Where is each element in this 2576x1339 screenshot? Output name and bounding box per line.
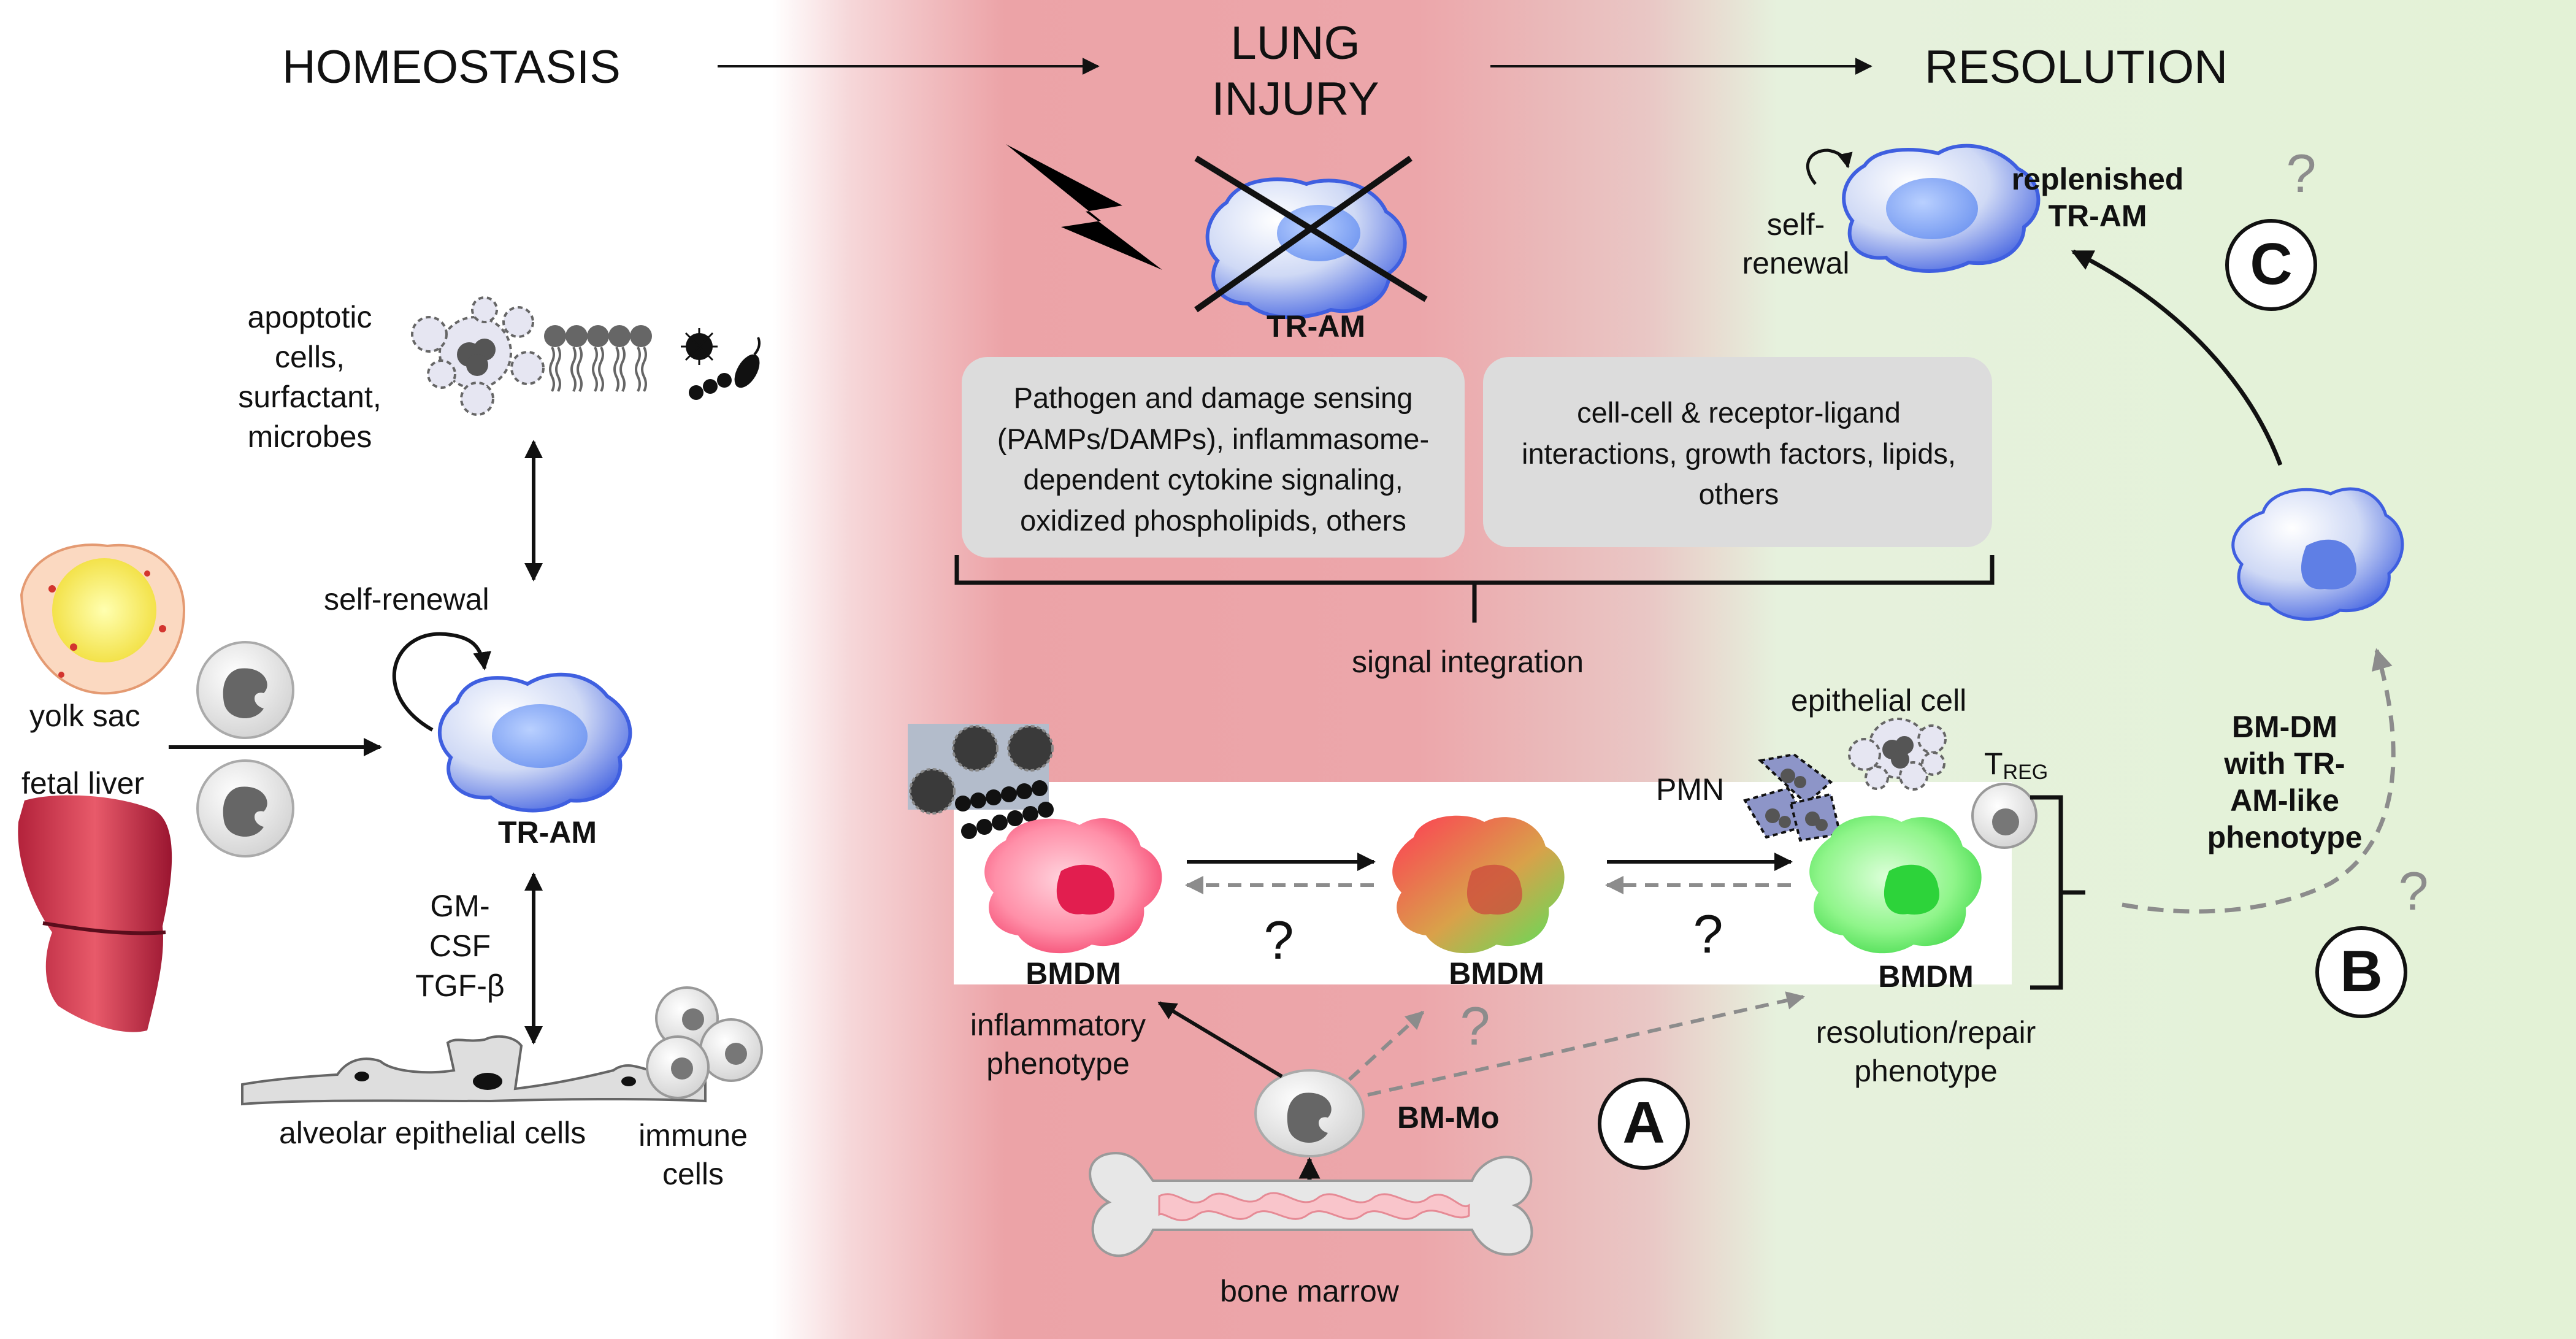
bm-dm-like-label: BM-DM with TR- AM-like phenotype [2207, 710, 2363, 854]
immune-label: immune cells [638, 1118, 748, 1191]
inputs-label: apoptotic cells, surfactant, microbes [238, 300, 381, 454]
label-a-circle [1598, 1078, 1690, 1170]
bm-mo-label: BM-Mo [1397, 1100, 1500, 1135]
stage-resolution: RESOLUTION [1925, 41, 2228, 93]
question-inflam-trans: ? [1263, 910, 1294, 970]
bone-icon [1089, 1151, 1533, 1257]
self-renewal-loop-arrow [1806, 148, 1853, 185]
question-trans-repair: ? [1693, 904, 1723, 964]
treg-cell-icon [1971, 783, 2037, 849]
bmdm-inflammatory-label: BMDM [1025, 956, 1121, 991]
fetal-liver-label: fetal liver [21, 766, 145, 800]
tr-am-label: TR-AM [498, 815, 597, 850]
pmn-icon [1742, 753, 1842, 842]
surfactant-icon [544, 325, 652, 392]
epithelial-nucleus-icon [1882, 736, 1914, 769]
precursor-monocyte-icon [196, 641, 294, 857]
apoptotic-nucleus-icon [457, 339, 496, 376]
tr-am-cell-icon [1842, 144, 2041, 273]
label-c-circle [2225, 219, 2317, 311]
question-bmdm-like: ? [2398, 861, 2429, 921]
epithelial-cell-label: epithelial cell [1791, 683, 1967, 718]
stage-injury: LUNG INJURY [1211, 17, 1379, 126]
arrow-bmmo-to-repair [1367, 991, 1805, 1097]
label-b: B [2340, 938, 2383, 1004]
yolk-sac-icon [20, 543, 186, 695]
label-c: C [2250, 231, 2293, 297]
bmdm-transitional-label: BMDM [1449, 956, 1544, 991]
lightning-icon [1006, 144, 1162, 270]
treg-sub-text: REG [2003, 761, 2049, 784]
treg-label: TREG [1984, 747, 2048, 784]
alveolar-epithelium-icon [241, 1035, 707, 1106]
self-renewal-loop-arrow [392, 632, 492, 732]
repair-phenotype-label: resolution/repair phenotype [1815, 1015, 2036, 1088]
question-bmmo: ? [1460, 996, 1490, 1056]
repair-bracket [2030, 795, 2085, 990]
signal-integration-label: signal integration [1351, 645, 1584, 679]
treg-main-text: T [1984, 746, 2003, 781]
cytokines-label: GM- CSF TGF-β [415, 889, 505, 1003]
injury-tr-am-label: TR-AM [1267, 309, 1366, 343]
signal-integration-bracket [954, 555, 1995, 623]
tr-am-cell-icon [438, 672, 632, 813]
bone-marrow-label: bone marrow [1220, 1274, 1399, 1308]
pathogen-particle-icon [908, 724, 1054, 839]
question-replenished: ? [2286, 143, 2317, 204]
signal-box-left [962, 357, 1465, 558]
pmn-label: PMN [1656, 772, 1725, 807]
arrow-to-replenished [2071, 249, 2283, 466]
bacteria-icon [681, 328, 761, 400]
replenished-label: replenished TR-AM [2011, 162, 2184, 233]
inflammatory-phenotype-label: inflammatory phenotype [970, 1008, 1146, 1081]
signal-box-right [1483, 357, 1992, 547]
epithelial-label: alveolar epithelial cells [279, 1116, 586, 1150]
bm-dm-tram-like-icon [2231, 487, 2404, 621]
label-b-circle [2315, 926, 2407, 1018]
signal-box-left-text: Pathogen and damage sensing (PAMPs/DAMPs… [997, 382, 1430, 537]
stage-homeostasis: HOMEOSTASIS [282, 41, 621, 93]
bmdm-inflammatory-icon [984, 818, 1162, 954]
self-renewal-label: self-renewal [324, 582, 489, 616]
arrow-repair-to-bmdm-like [2122, 648, 2396, 914]
bmdm-repair-label: BMDM [1878, 959, 1974, 994]
arrow-bmmo-to-transitional [1347, 1010, 1425, 1081]
liver-icon [18, 795, 172, 1032]
label-a: A [1622, 1090, 1665, 1156]
tr-am-cell-icon [1205, 177, 1407, 320]
signal-box-right-text: cell-cell & receptor-ligand interactions… [1522, 396, 1956, 511]
resolution-self-renewal-label: self- renewal [1742, 207, 1850, 280]
bmdm-repair-icon [1809, 815, 1982, 954]
arrow-bmmo-to-inflammatory [1157, 1001, 1283, 1078]
bmdm-transitional-icon [1392, 815, 1565, 954]
yolk-sac-label: yolk sac [29, 699, 140, 733]
cross-icon [1194, 155, 1428, 313]
immune-cell-icon [646, 986, 763, 1099]
bm-monocyte-icon [1254, 1069, 1365, 1157]
